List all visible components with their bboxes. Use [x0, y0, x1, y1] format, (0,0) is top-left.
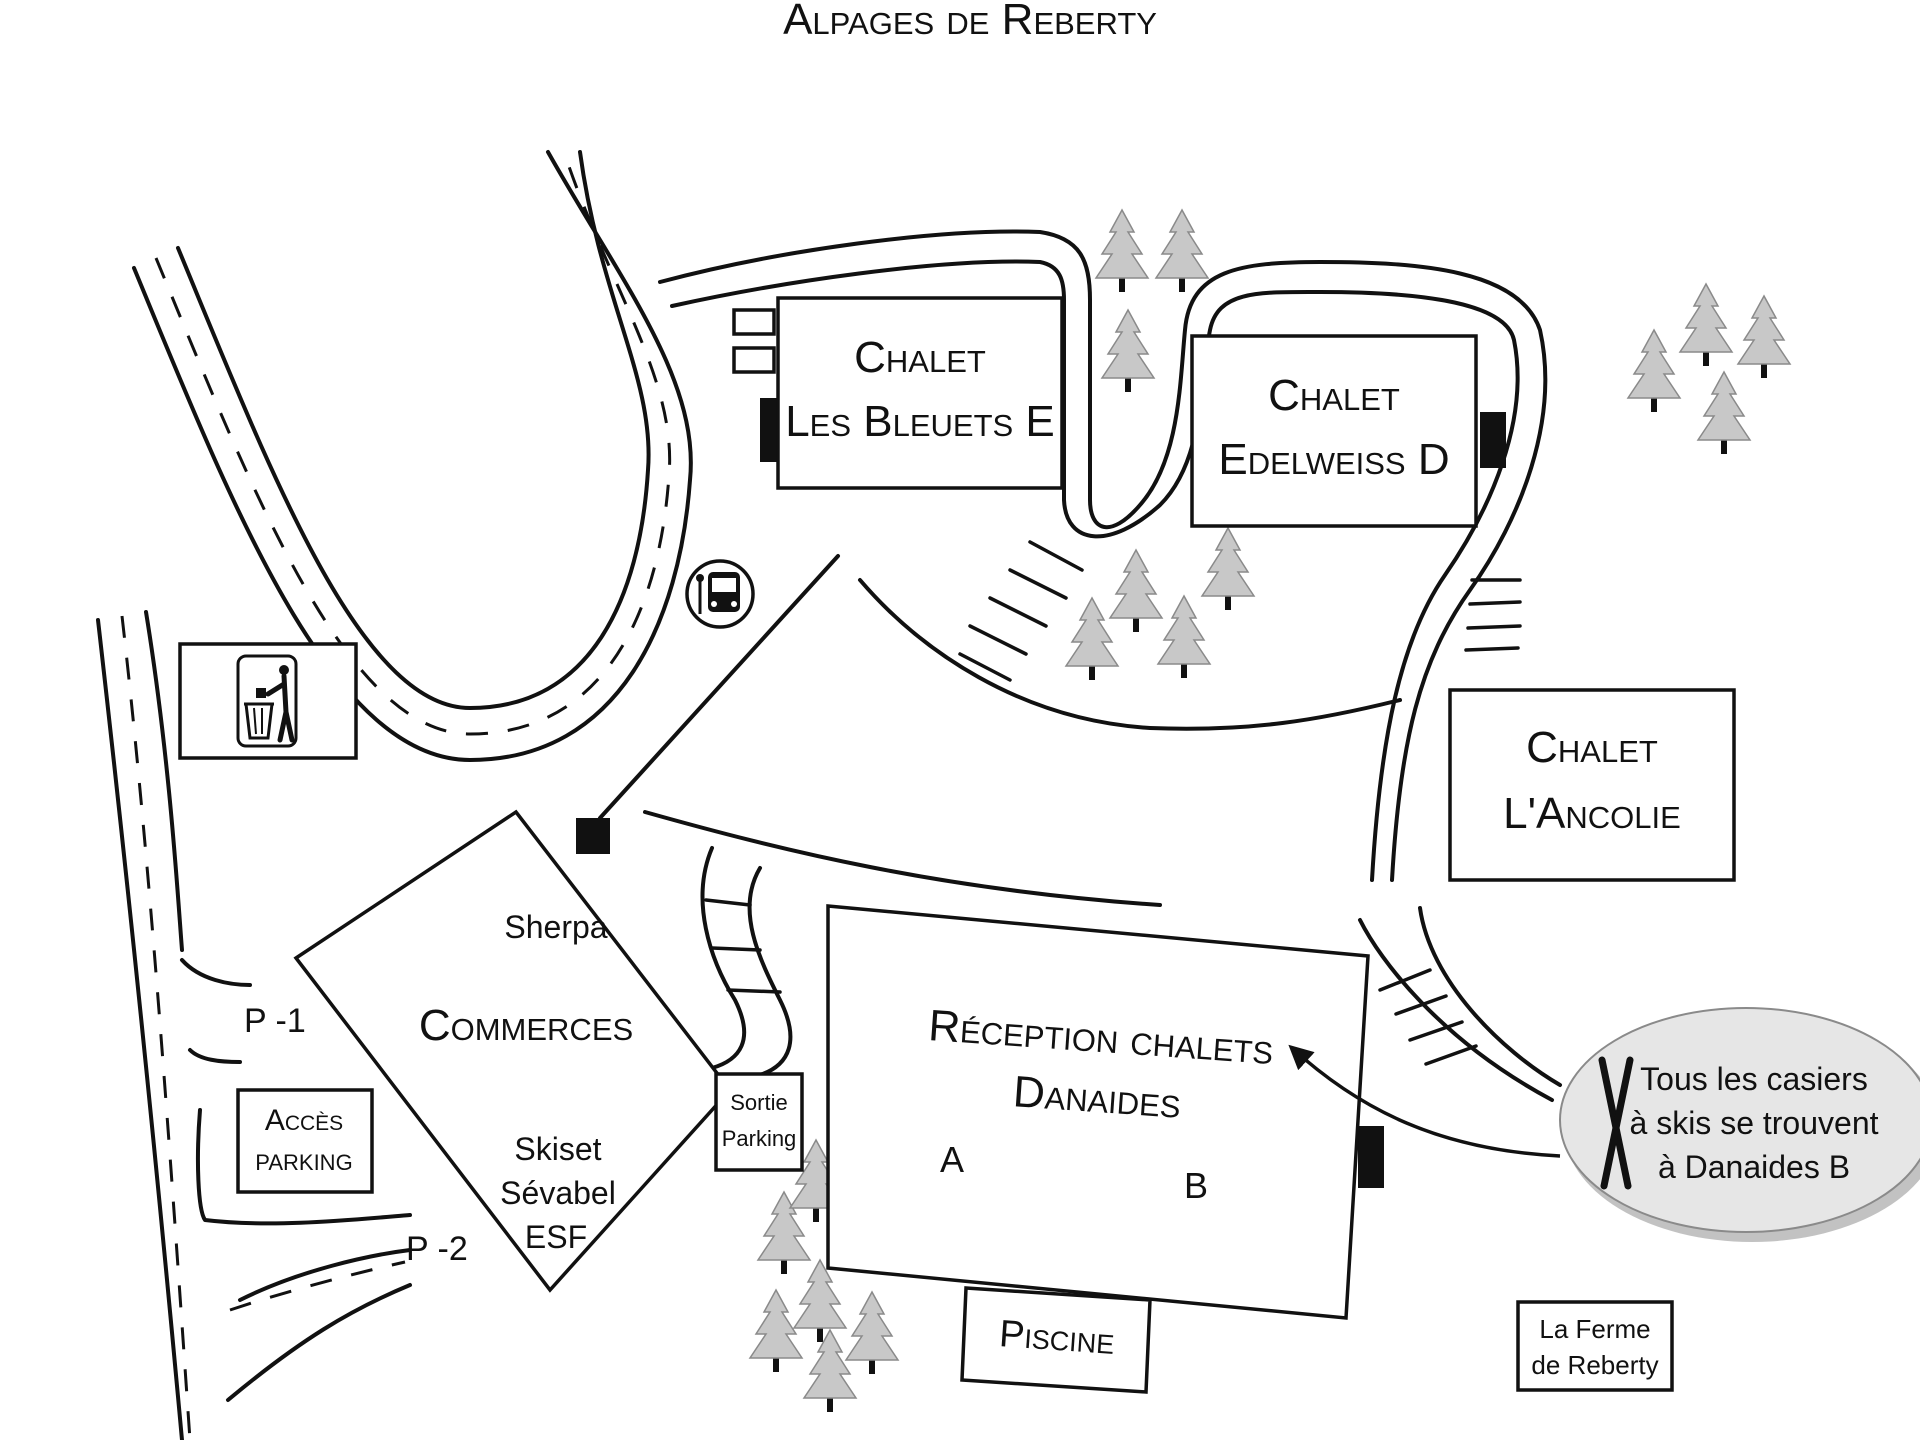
acces-parking-line1: Accès — [265, 1104, 343, 1137]
fir-tree-icon — [845, 1291, 899, 1375]
chalet-bleuets-line2: Les Bleuets E — [785, 397, 1055, 446]
waste-bin-point[interactable] — [178, 642, 358, 760]
callout-line2: à skis se trouvent — [1630, 1105, 1879, 1141]
callout-arrow — [1288, 1044, 1561, 1158]
fir-tree-icon — [1697, 371, 1751, 455]
fir-tree-icon — [793, 1259, 847, 1343]
entrance-marker — [760, 398, 778, 462]
fir-tree-icon — [1157, 595, 1211, 679]
fir-tree-icon — [1679, 283, 1733, 367]
la-ferme-de-reberty[interactable]: La Ferme de Reberty — [1516, 1300, 1674, 1392]
acces-parking[interactable]: Accès parking — [236, 1088, 374, 1194]
chalet-edelweiss-line2: Edelweiss D — [1218, 435, 1449, 484]
fir-tree-icon — [803, 1329, 857, 1413]
fir-tree-icon — [1737, 295, 1791, 379]
parking-space — [732, 346, 776, 374]
ski-icon — [1598, 1056, 1634, 1190]
shop-esf: ESF — [525, 1219, 587, 1255]
sortie-parking-line2: Parking — [722, 1126, 797, 1151]
callout-line3: à Danaides B — [1658, 1149, 1850, 1185]
chalet-ancolie-line2: L'Ancolie — [1503, 789, 1681, 838]
shop-skiset: Skiset — [514, 1131, 601, 1167]
chalet-edelweiss[interactable]: Chalet Edelweiss D — [1190, 334, 1478, 528]
fir-tree-icon — [1627, 329, 1681, 413]
reception-danaides[interactable]: Réception chalets Danaides A B — [826, 904, 1370, 1320]
fir-tree-icon — [1109, 549, 1163, 633]
ski-locker-callout: Tous les casiers à skis se trouvent à Da… — [1559, 1007, 1920, 1242]
map-title: Alpages de Reberty — [783, 0, 1157, 44]
reception-wing-a: A — [940, 1139, 964, 1180]
chalet-edelweiss-line1: Chalet — [1268, 371, 1400, 420]
piscine[interactable]: Piscine — [960, 1286, 1152, 1394]
ferme-line1: La Ferme — [1539, 1314, 1650, 1344]
fir-tree-icon — [1101, 309, 1155, 393]
chalet-les-bleuets[interactable]: Chalet Les Bleuets E — [776, 296, 1064, 490]
piscine-label: Piscine — [998, 1313, 1116, 1363]
entrance-marker — [576, 818, 610, 854]
waste-bin-icon — [236, 654, 298, 748]
sortie-parking-line1: Sortie — [730, 1090, 787, 1115]
fir-tree-icon — [749, 1289, 803, 1373]
shop-sherpa: Sherpa — [504, 909, 607, 945]
chalet-bleuets-line1: Chalet — [854, 333, 986, 382]
parking-level-p2: P -2 — [406, 1230, 468, 1268]
roads — [96, 150, 1562, 1440]
entrance-marker — [1358, 1126, 1384, 1188]
fir-tree-icon — [1155, 209, 1209, 293]
chalet-l-ancolie[interactable]: Chalet L'Ancolie — [1448, 688, 1736, 882]
bus-stop[interactable] — [685, 559, 755, 629]
crosswalks — [958, 540, 1522, 1066]
commerces-building[interactable]: Sherpa Commerces Skiset Sévabel ESF — [293, 809, 733, 1293]
fir-tree-icon — [1201, 527, 1255, 611]
sortie-parking[interactable]: Sortie Parking — [714, 1072, 804, 1172]
commerces-label: Commerces — [419, 1001, 633, 1050]
ferme-line2: de Reberty — [1531, 1350, 1658, 1380]
fir-tree-icon — [1065, 597, 1119, 681]
fir-tree-icon — [1095, 209, 1149, 293]
bus-stop-icon — [696, 572, 740, 614]
parking-level-p1: P -1 — [244, 1002, 306, 1040]
chalet-ancolie-line1: Chalet — [1526, 723, 1658, 772]
entrances — [576, 398, 1506, 1188]
entrance-marker — [1480, 412, 1506, 468]
reception-line2: Danaides — [1012, 1067, 1183, 1128]
callout-line1: Tous les casiers — [1640, 1061, 1868, 1097]
reception-wing-b: B — [1184, 1165, 1208, 1206]
parking-space — [732, 308, 776, 336]
acces-parking-line2: parking — [255, 1150, 352, 1175]
shop-sevabel: Sévabel — [500, 1175, 616, 1211]
